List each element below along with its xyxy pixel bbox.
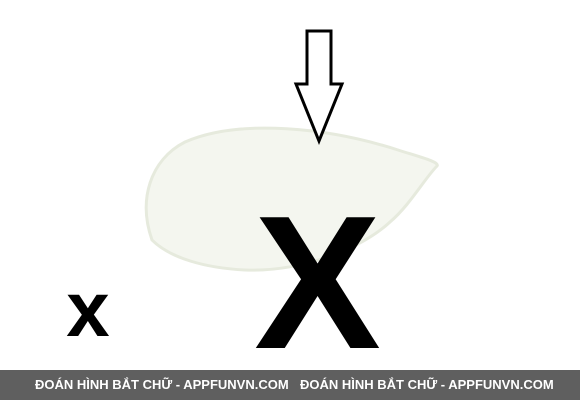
watermark-text-left: ĐOÁN HÌNH BẮT CHỮ - APPFUNVN.COM <box>35 377 289 392</box>
puzzle-illustration <box>144 29 439 272</box>
small-letter-x: x <box>66 265 110 353</box>
big-letter-x: X <box>254 177 381 389</box>
down-arrow-icon <box>293 29 345 146</box>
watermark-text-right: ĐOÁN HÌNH BẮT CHỮ - APPFUNVN.COM <box>300 377 554 392</box>
footer-watermark-bar: ĐOÁN HÌNH BẮT CHỮ - APPFUNVN.COM ĐOÁN HÌ… <box>0 370 580 400</box>
leaf-shape-icon <box>144 126 439 272</box>
